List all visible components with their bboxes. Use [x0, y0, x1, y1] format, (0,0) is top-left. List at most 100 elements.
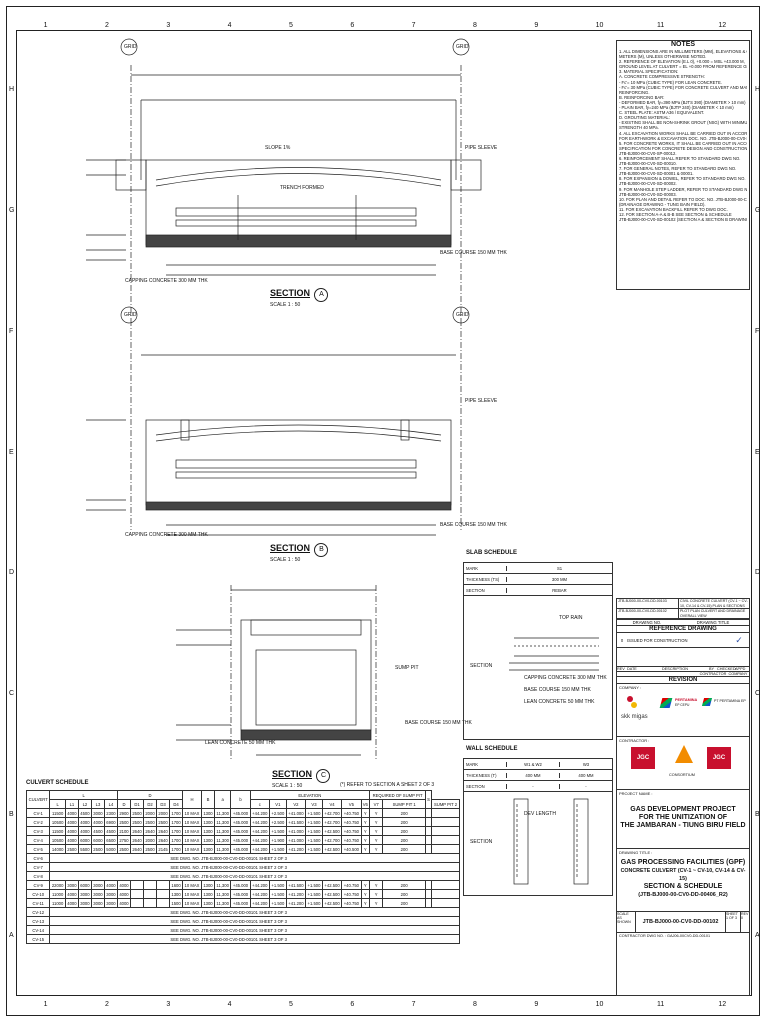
note-line: JTB-BJ000-00-CV0-SD-00102 (SECTION A & S…: [619, 217, 747, 223]
drawing-inner-border: [16, 30, 752, 996]
wall-row-v1: W1 & W2: [507, 761, 560, 767]
skk-migas-text: skk migas: [621, 714, 648, 720]
culvert-cell: Y: [369, 898, 384, 908]
culvert-cell: 1300: [200, 826, 215, 836]
culvert-cell: 4000: [64, 817, 79, 827]
culvert-cell: +41.000: [285, 835, 307, 845]
culvert-cell: 11500: [49, 826, 66, 836]
note-line: GROUND LEVEL AT CULVERT = EL +0.000 FROM…: [619, 64, 747, 70]
culvert-cell: 2900: [116, 808, 131, 818]
note-line: - Fc'= 30 MPa (CUBIC TYPE) FOR CONCRETE …: [619, 84, 747, 90]
culvert-cell: 4000: [116, 889, 131, 899]
culvert-cell: 4000: [116, 880, 131, 890]
culvert-sub-header: D1: [129, 799, 145, 809]
culvert-cell: 11,300: [213, 826, 232, 836]
revision-title: REVISION: [617, 677, 749, 684]
slab-row-value: S1: [556, 565, 563, 571]
project-name-line: FOR THE UNITIZATION OF: [638, 814, 728, 821]
grid-number: 8: [473, 22, 477, 29]
culvert-schedule-table: CULVERT L D H B a b ELEVATION REQUIRED O…: [26, 790, 460, 944]
culvert-cell: 1500: [169, 898, 184, 908]
culvert-cell: 2640: [156, 835, 171, 845]
culvert-cell: 1600: [169, 880, 184, 890]
wall-row-label: SECTION: [464, 783, 507, 789]
grid-number: 10: [595, 1001, 604, 1008]
culvert-cell: [431, 808, 460, 818]
culvert-cell: +41.500: [285, 817, 307, 827]
culvert-cell: 1300: [169, 889, 184, 899]
culvert-cell: 4500: [90, 826, 105, 836]
note-line: B. REINFORCING BAR:: [619, 94, 665, 100]
culvert-cell: 22000: [49, 880, 66, 890]
culvert-cell: 10 MAX: [182, 844, 202, 854]
ref-drawing-title: CIVIL CONCRETE CULVERT (CV-1 ~ CV-10, CV…: [680, 599, 748, 608]
culvert-cell: 2500: [142, 817, 158, 827]
culvert-cell: +1.900: [268, 835, 287, 845]
pertamina-ep-logo-icon: [701, 698, 713, 706]
culvert-cell: Y: [360, 808, 371, 818]
culvert-cell: +45.000: [230, 889, 251, 899]
pertamina-text: PERTAMINA: [675, 698, 698, 702]
notes-panel: NOTES 1. ALL DIMENSIONS ARE IN MILLIMETE…: [616, 40, 750, 290]
culvert-cell: 4000: [103, 880, 118, 890]
culvert-id: CV-4: [26, 835, 51, 845]
culvert-cell: 1300: [200, 817, 215, 827]
culvert-cell: 10 MAX: [182, 889, 202, 899]
culvert-sub-header: V1: [268, 799, 287, 809]
culvert-cell: 11000: [49, 889, 66, 899]
culvert-cell: +1.500: [305, 880, 323, 890]
culvert-cell: Y: [369, 889, 384, 899]
culvert-id: CV-13: [26, 916, 51, 926]
note-line: - DEFORMED BAR, fy=390 MPa (BJTS 390) (D…: [619, 99, 746, 105]
wall-row-v1: -: [507, 783, 560, 789]
culvert-cell: [156, 889, 171, 899]
rev-hdr-date: DATE: [627, 667, 637, 671]
note-line: METERS (M), UNLESS OTHERWISE NOTED.: [619, 54, 707, 60]
ref-header-row: DRAWING NO. DRAWING TITLE: [617, 619, 749, 626]
rev-hdr-chk: CHECKED: [717, 667, 736, 671]
culvert-cell: +45.000: [230, 835, 251, 845]
culvert-cell: 10 MAX: [182, 835, 202, 845]
note-line: A. CONCRETE COMPRESSIVE STRENGTH:: [619, 74, 705, 80]
rev-hdr-by: BY: [709, 667, 715, 671]
grid-bubble-a1: GRID: [124, 44, 137, 50]
culvert-cell: +2.500: [268, 817, 287, 827]
culvert-cell: 2500: [64, 844, 79, 854]
grid-number: 7: [411, 1001, 416, 1008]
culvert-cell: 1700: [169, 817, 184, 827]
wall-schedule-row: SECTION--: [464, 781, 612, 792]
culvert-cell: 2500: [156, 817, 171, 827]
note-line: D. GROUTING MATERIAL:: [619, 115, 670, 121]
culvert-cell: 2500: [116, 844, 131, 854]
culvert-cell: +44.200: [249, 808, 270, 818]
culvert-cell: 200: [382, 826, 427, 836]
culvert-cell: 4000: [64, 826, 79, 836]
section-c-scale: SCALE 1 : 50: [272, 783, 303, 789]
note-line: (DRAINAGE DRAWING - TUNG BAIN FIELD).: [619, 201, 706, 207]
culvert-see-note: SEE DWG. NO. JTB-BJ000-00-CV0-DD-00101 S…: [49, 934, 460, 944]
note-line: 1. ALL DIMENSIONS ARE IN MILLIMETERS (MM…: [619, 49, 747, 54]
grid-letter: H: [9, 86, 15, 94]
company-box: COMPANY : skk migas PERTAMINA EP CEPU PT…: [617, 684, 749, 737]
culvert-cell: 1300: [200, 844, 215, 854]
hdr-culvert: CULVERT: [26, 790, 51, 809]
drawing-title-line: CONCRETE CULVERT (CV-1 ~ CV-10, CV-14 & …: [620, 868, 746, 882]
culvert-sub-header: L3: [90, 799, 105, 809]
jgc-logo-2: JGC: [707, 747, 731, 769]
grid-number: 12: [718, 1001, 727, 1008]
culvert-cell: 11,300: [213, 880, 232, 890]
culvert-cell: [129, 898, 145, 908]
wall-row-v2: W3: [582, 761, 590, 767]
ref-drawing-no: JTB-BJ000-00-CV0-DD-00102: [617, 609, 679, 618]
rev-label: REV: [741, 912, 749, 916]
ref-drawing-title: PLOT PLAN CULVERT AND DRAINAGE OVERALL V…: [680, 609, 746, 618]
culvert-cell: 3000: [90, 889, 105, 899]
culvert-cell: Y: [360, 844, 371, 854]
